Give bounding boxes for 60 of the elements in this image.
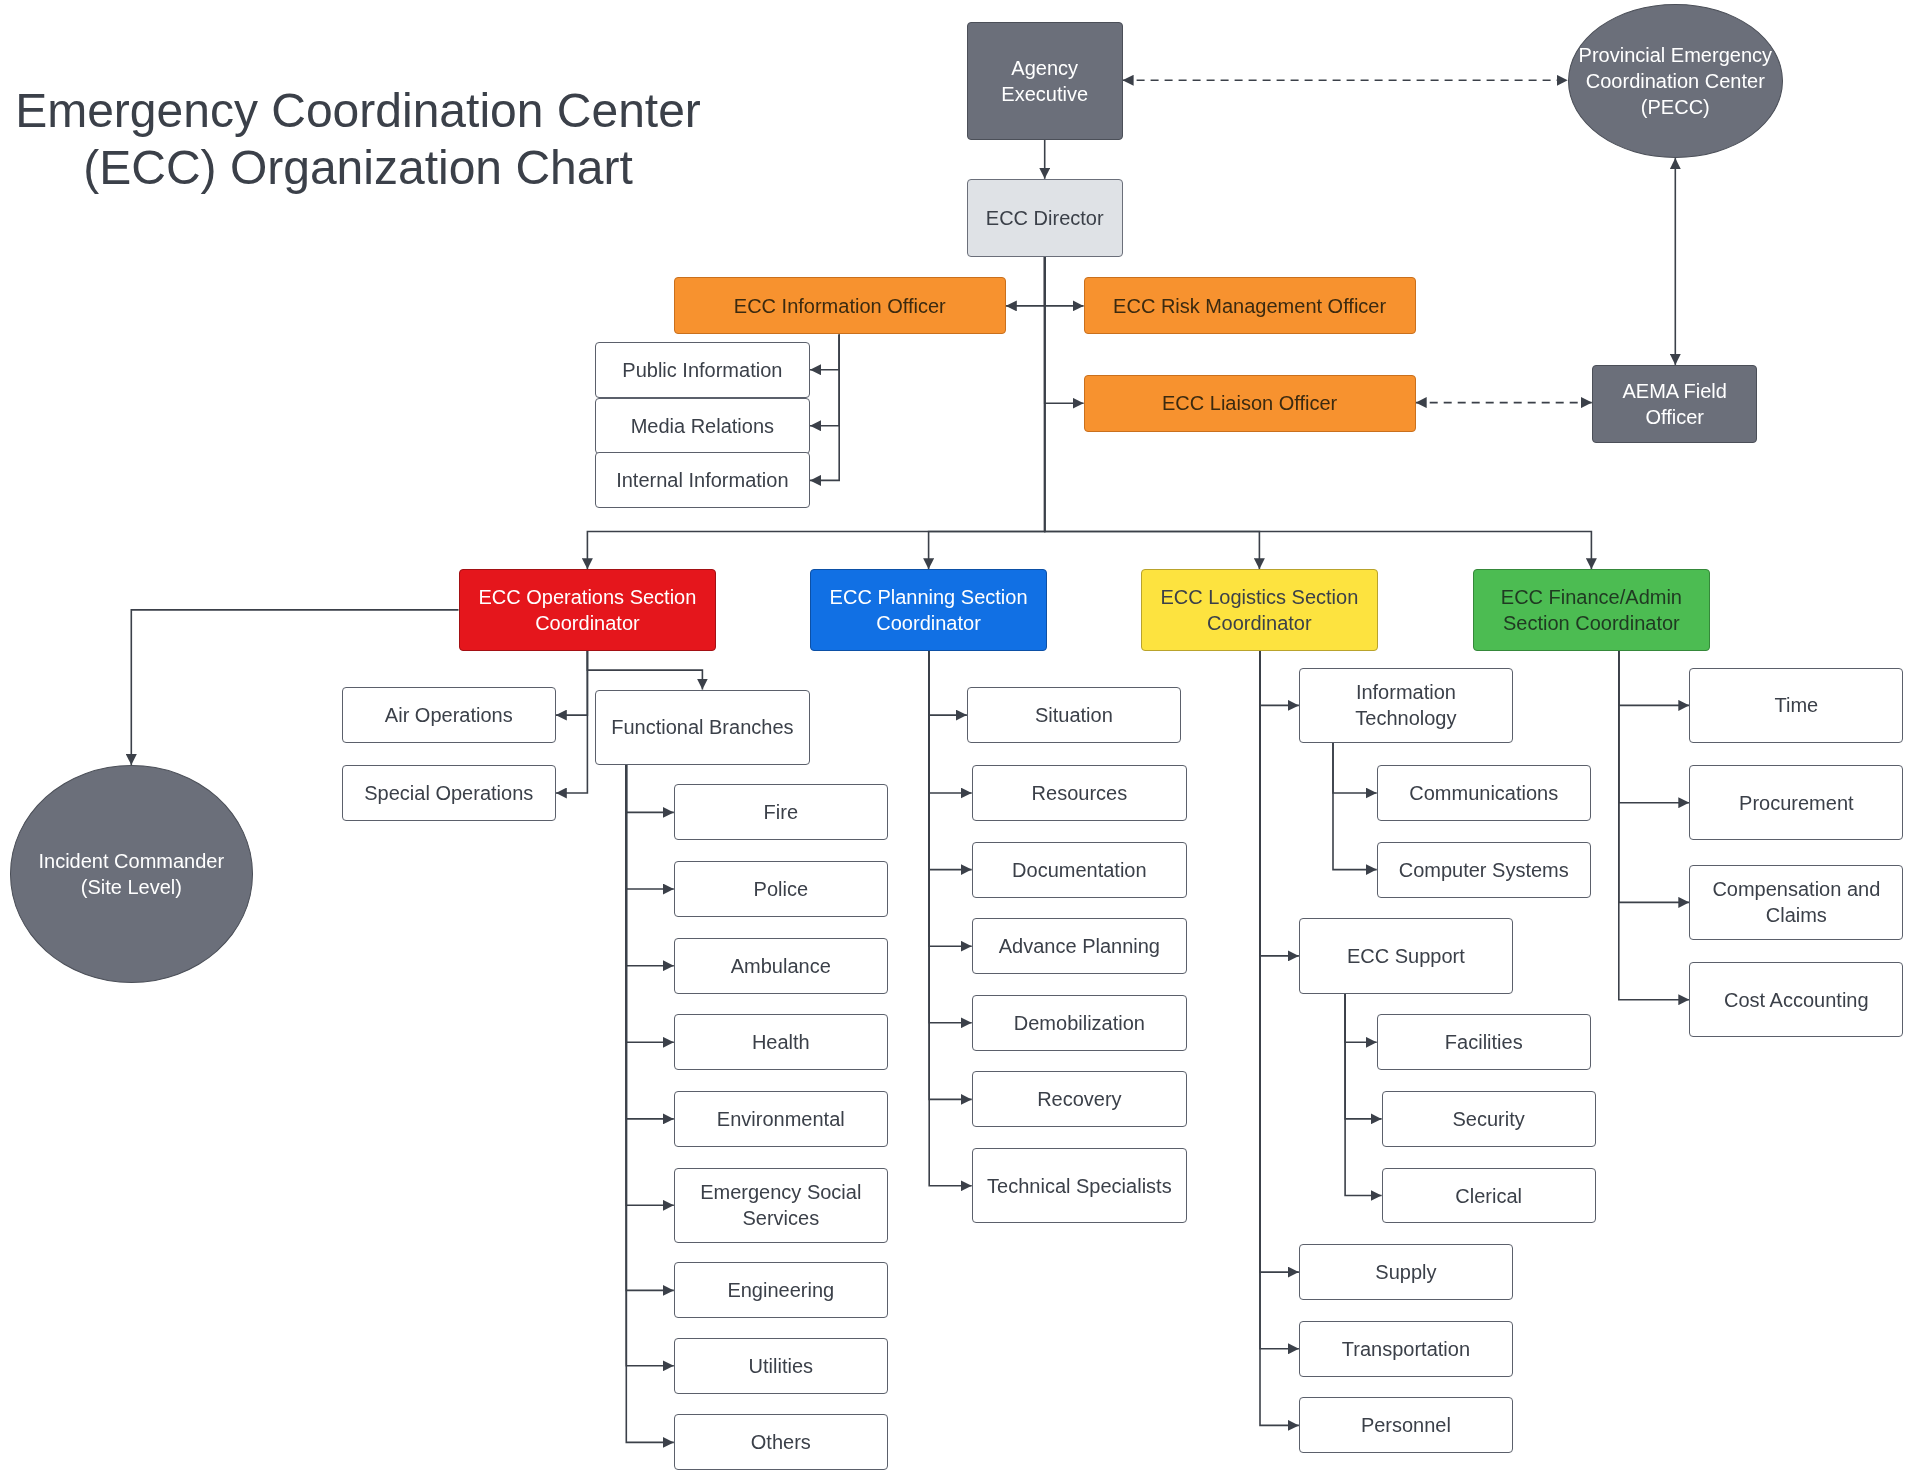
role-box: Time	[1689, 667, 1904, 744]
role-box: Compensation and Claims	[1689, 864, 1904, 941]
arrow	[1043, 255, 1597, 570]
role-box: Ambulance	[673, 937, 888, 994]
role-box: Technical Specialists	[971, 1148, 1187, 1224]
role-box: Police	[673, 861, 888, 917]
role-box: Transportation	[1298, 1320, 1513, 1377]
role-box: Situation	[966, 687, 1181, 744]
role-box: Internal Information	[594, 452, 810, 509]
role-box: Recovery	[971, 1071, 1187, 1128]
role-box: Supply	[1298, 1244, 1513, 1301]
role-box: Functional Branches	[594, 689, 810, 765]
role-box: Documentation	[971, 841, 1187, 898]
role-box: Procurement	[1689, 765, 1904, 841]
role-box: Clerical	[1381, 1167, 1596, 1224]
role-box: Emergency Social Services	[673, 1167, 888, 1243]
arrow	[809, 333, 840, 486]
role-box: ECC Information Officer	[673, 277, 1006, 335]
role-box: Others	[673, 1414, 888, 1471]
role-circle: Incident Commander (Site Level)	[9, 765, 253, 983]
role-box: ECC Support	[1298, 918, 1513, 994]
role-box: Information Technology	[1298, 667, 1513, 744]
role-box: Advance Planning	[971, 918, 1187, 975]
role-box: AEMA Field Officer	[1592, 364, 1758, 443]
role-box: ECC Risk Management Officer	[1083, 277, 1416, 335]
role-box: Air Operations	[341, 687, 556, 744]
arrow	[586, 649, 708, 691]
role-box: Demobilization	[971, 994, 1187, 1051]
arrow	[1039, 139, 1051, 180]
arrow	[1669, 157, 1681, 366]
role-box: Agency Executive	[966, 21, 1123, 140]
arrow	[125, 609, 460, 766]
arrow	[1121, 74, 1569, 86]
role-box: Facilities	[1376, 1014, 1591, 1071]
role-box: Media Relations	[594, 397, 810, 454]
role-box: Communications	[1376, 765, 1591, 821]
arrow	[1618, 649, 1691, 1006]
chart-title: Emergency Coordination Center (ECC) Organization Chart	[14, 83, 702, 196]
role-box: Health	[673, 1014, 888, 1071]
role-box: Computer Systems	[1376, 841, 1591, 898]
role-box: Engineering	[673, 1262, 888, 1319]
arrow	[1414, 397, 1593, 409]
role-box: Security	[1381, 1090, 1596, 1147]
role-box: ECC Finance/Admin Section Coordinator	[1472, 569, 1710, 651]
role-box: Resources	[971, 765, 1187, 821]
role-box: Fire	[673, 784, 888, 841]
role-box: Cost Accounting	[1689, 962, 1904, 1038]
role-box: Personnel	[1298, 1397, 1513, 1454]
role-box: ECC Liaison Officer	[1083, 374, 1416, 432]
role-box: Public Information	[594, 341, 810, 398]
arrow	[1332, 742, 1378, 876]
role-box: ECC Planning Section Coordinator	[810, 569, 1048, 651]
role-box: Utilities	[673, 1337, 888, 1394]
role-box: Special Operations	[341, 765, 556, 821]
role-circle: Provincial Emergency Coordination Center (PECC)	[1567, 3, 1783, 159]
role-box: ECC Operations Section Coordinator	[458, 569, 717, 651]
role-box: ECC Director	[966, 178, 1123, 257]
role-box: ECC Logistics Section Coordinator	[1140, 569, 1378, 651]
arrow	[1344, 992, 1383, 1201]
role-box: Environmental	[673, 1090, 888, 1147]
